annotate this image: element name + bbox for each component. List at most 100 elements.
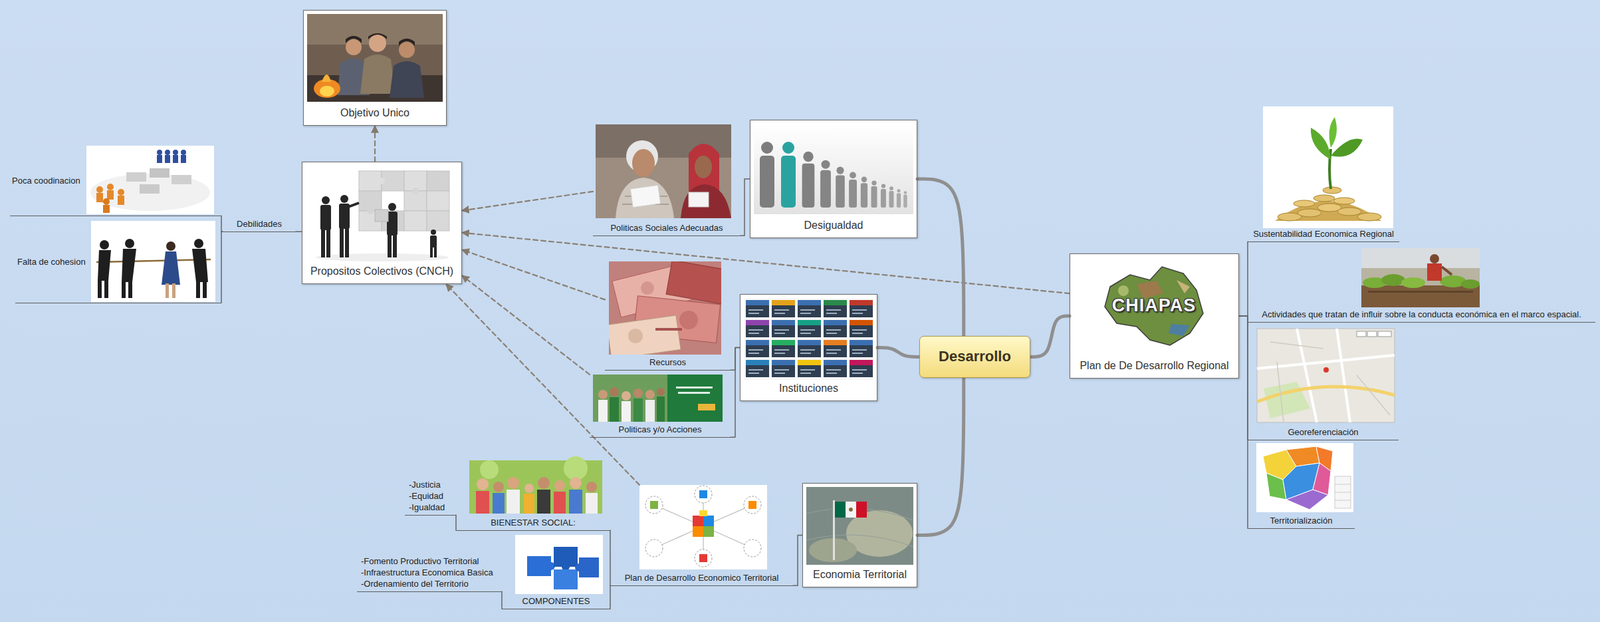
tug-of-war-picture-part	[97, 249, 112, 281]
inequality-figures-part	[759, 155, 775, 208]
banknotes-photo-part	[655, 327, 683, 331]
connector	[461, 232, 1070, 294]
families-photo	[469, 456, 603, 514]
puzzle-network-picture-part	[748, 500, 757, 509]
puzzle-network-picture-part	[703, 515, 714, 526]
connector	[1239, 315, 1248, 322]
topic-text: Georeferenciación	[1287, 426, 1359, 438]
sprout-coins-picture-part	[1330, 138, 1363, 157]
institutions-tiles-part	[771, 299, 796, 306]
puzzle-team-picture-part	[339, 203, 350, 229]
tug-of-war-picture-part	[172, 283, 176, 298]
coordination-picture-part	[180, 154, 187, 163]
underlined-topic: Actividades que tratan de influir sobre …	[1247, 247, 1596, 323]
flag-map-photo-part	[806, 486, 914, 565]
connector	[1239, 315, 1248, 440]
banknotes-photo-part	[640, 281, 655, 295]
produce-truck-photo-part	[1401, 277, 1426, 288]
inequality-figures-part	[896, 192, 901, 208]
elderly-women-photo-part	[595, 124, 732, 219]
topic-text: Politicas Sociales Adecuadas	[610, 222, 723, 234]
street-map-picture-part	[1377, 331, 1392, 337]
produce-truck-photo-part	[1427, 263, 1442, 281]
institutions-tiles-part	[797, 319, 821, 326]
regions-map-part	[1256, 442, 1354, 512]
policy-banner-picture-part	[598, 399, 608, 422]
banknotes-photo-part	[666, 261, 722, 304]
puzzle-team-picture-part	[374, 209, 389, 222]
coordination-picture-part	[117, 195, 125, 205]
street-map-picture	[1257, 328, 1395, 423]
connector	[609, 584, 611, 609]
bullet-list-topic: -Justicia-Equidad-Igualdad	[404, 477, 457, 516]
box-fill-part	[749, 119, 918, 238]
banknotes-photo-part	[679, 310, 698, 330]
inequality-figures-part	[802, 163, 815, 208]
topic-text: Politicas y/o Acciones	[618, 424, 702, 435]
banknotes-photo	[608, 261, 722, 355]
sprout-coins-picture-part	[1293, 200, 1315, 207]
box-fill-part	[739, 293, 878, 401]
puzzle-team-picture-part	[321, 196, 330, 205]
puzzle-network-picture-part	[699, 509, 708, 516]
produce-truck-photo-part	[1441, 266, 1452, 275]
blue-puzzle-picture-part	[515, 534, 603, 594]
coordination-picture-part	[164, 149, 171, 155]
sprout-coins-picture	[1262, 106, 1394, 229]
inequality-figures-part	[836, 166, 844, 175]
connector	[461, 249, 605, 300]
puzzle-team-picture-part	[348, 202, 359, 207]
topic-text: -Igualdad	[408, 501, 445, 513]
connector	[295, 231, 302, 233]
puzzle-team-picture-part	[426, 190, 450, 211]
tug-of-war-picture-part	[121, 248, 137, 282]
underlined-topic: Politicas y/o Acciones	[589, 374, 731, 438]
chiapas-map-part	[1096, 259, 1212, 352]
puzzle-network-picture-part	[743, 539, 762, 557]
puzzle-team-picture-part	[412, 187, 419, 195]
institutions-tiles-part	[743, 297, 874, 380]
tug-of-war-picture-part	[161, 251, 181, 285]
elderly-women-photo-part	[694, 155, 712, 179]
underlined-topic: Falta de cohesion	[15, 220, 222, 304]
puzzle-network-picture-part	[654, 493, 753, 558]
topic-text: -Infraestructura Economica Basica	[360, 566, 494, 578]
sprout-coins-picture-part	[1310, 127, 1331, 160]
institutions-tiles	[743, 297, 874, 380]
tug-of-war-picture-part	[124, 238, 135, 248]
connector	[461, 191, 593, 211]
sprout-coins-picture-part	[1357, 212, 1382, 221]
flag-map-photo	[806, 486, 914, 565]
regions-map	[1256, 442, 1354, 512]
coordination-picture-part	[171, 174, 192, 185]
children-photo-part	[307, 13, 443, 102]
institutions-tiles-part	[745, 299, 873, 377]
puzzle-team-picture-part	[326, 229, 331, 258]
elderly-women-photo-part	[630, 184, 661, 208]
puzzle-network-picture-part	[645, 539, 663, 557]
topic-text: Poca coodinacion	[11, 175, 81, 187]
children-photo-part	[398, 41, 415, 58]
inequality-figures-part	[871, 180, 877, 185]
policy-banner-picture-part	[598, 389, 608, 399]
puzzle-team-picture-part	[430, 246, 433, 258]
coordination-picture	[86, 145, 215, 215]
puzzle-network-picture	[639, 484, 768, 570]
connector	[917, 377, 964, 536]
tug-of-war-picture-part	[121, 280, 126, 298]
underlined-topic: Plan de Desarrollo Economico Territorial	[610, 484, 794, 586]
families-photo-part	[507, 476, 520, 489]
inequality-figures-part	[802, 151, 813, 162]
tug-of-war-picture-part	[165, 283, 169, 298]
policy-banner-picture-part	[633, 398, 643, 422]
tug-of-war-picture-part	[97, 279, 102, 298]
inequality-figures-part	[897, 188, 901, 193]
tug-of-war-picture-part	[166, 241, 176, 251]
produce-truck-photo-part	[1461, 279, 1480, 289]
flag-map-photo-part	[832, 499, 835, 560]
produce-truck-photo-part	[1368, 290, 1474, 293]
children-photo-part	[345, 39, 362, 56]
topic-text: Desarrollo	[938, 347, 1012, 365]
families-photo-part	[537, 476, 550, 489]
